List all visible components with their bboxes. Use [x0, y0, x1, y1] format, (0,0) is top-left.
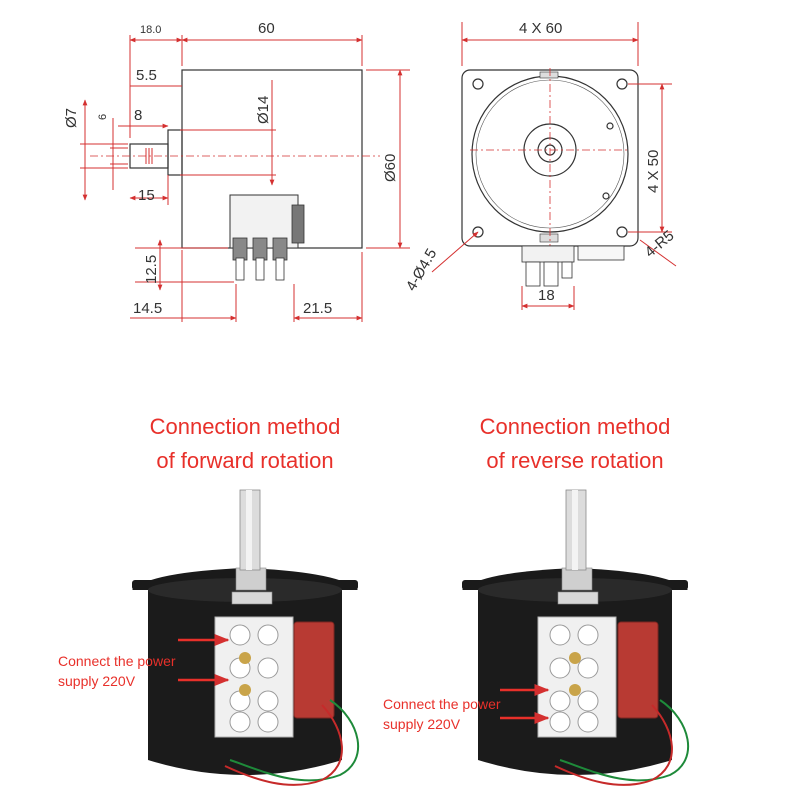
- front-terminal-block: [521, 245, 625, 287]
- dim-boss-diameter: Ø14: [255, 96, 272, 124]
- forward-title: Connection method of forward rotation: [105, 410, 385, 478]
- dim-shaft-exposed: 15: [138, 187, 155, 204]
- side-view: 18.0 60 5.5 Ø7 6 8 Ø14 Ø60 15 12.5 14.5 …: [63, 20, 410, 322]
- side-terminal-block: [229, 194, 305, 281]
- dim-body-diameter: Ø60: [382, 154, 399, 182]
- forward-note-line2: supply 220V: [58, 673, 136, 689]
- dim-flat-width: 6: [97, 114, 109, 120]
- dim-shaft-diameter: Ø7: [63, 108, 80, 128]
- reverse-note-line1: Connect the power: [383, 696, 501, 712]
- forward-power-note: Connect the power supply 220V: [58, 651, 176, 691]
- side-boss-outline: [167, 129, 183, 176]
- dim-terminal-spacing: 21.5: [303, 300, 332, 317]
- dim-hole-pitch: 4 X 50: [645, 150, 662, 193]
- motor-photo-forward: [132, 489, 359, 786]
- reverse-title-line1: Connection method: [479, 414, 671, 439]
- dim-body-length: 60: [258, 20, 275, 37]
- reverse-title-line2: of reverse rotation: [486, 448, 664, 473]
- forward-title-line1: Connection method: [149, 414, 341, 439]
- front-view: 4 X 60 4 X 50 4-Ø4.5 4-R5 18: [403, 20, 677, 310]
- forward-note-line1: Connect the power: [58, 653, 176, 669]
- reverse-note-line2: supply 220V: [383, 716, 461, 732]
- dim-shaft-length: 18.0: [140, 24, 161, 36]
- dim-terminal-height: 12.5: [143, 255, 160, 284]
- reverse-title: Connection method of reverse rotation: [425, 410, 725, 478]
- dim-terminal-offset: 14.5: [133, 300, 162, 317]
- dim-flat-length: 8: [134, 107, 142, 124]
- forward-title-line2: of forward rotation: [156, 448, 334, 473]
- motor-photo-reverse: [462, 489, 689, 786]
- dim-flat-offset: 5.5: [136, 67, 157, 84]
- dim-terminal-width: 18: [538, 287, 555, 304]
- dim-flange-width: 4 X 60: [519, 20, 562, 37]
- reverse-power-note: Connect the power supply 220V: [383, 694, 501, 734]
